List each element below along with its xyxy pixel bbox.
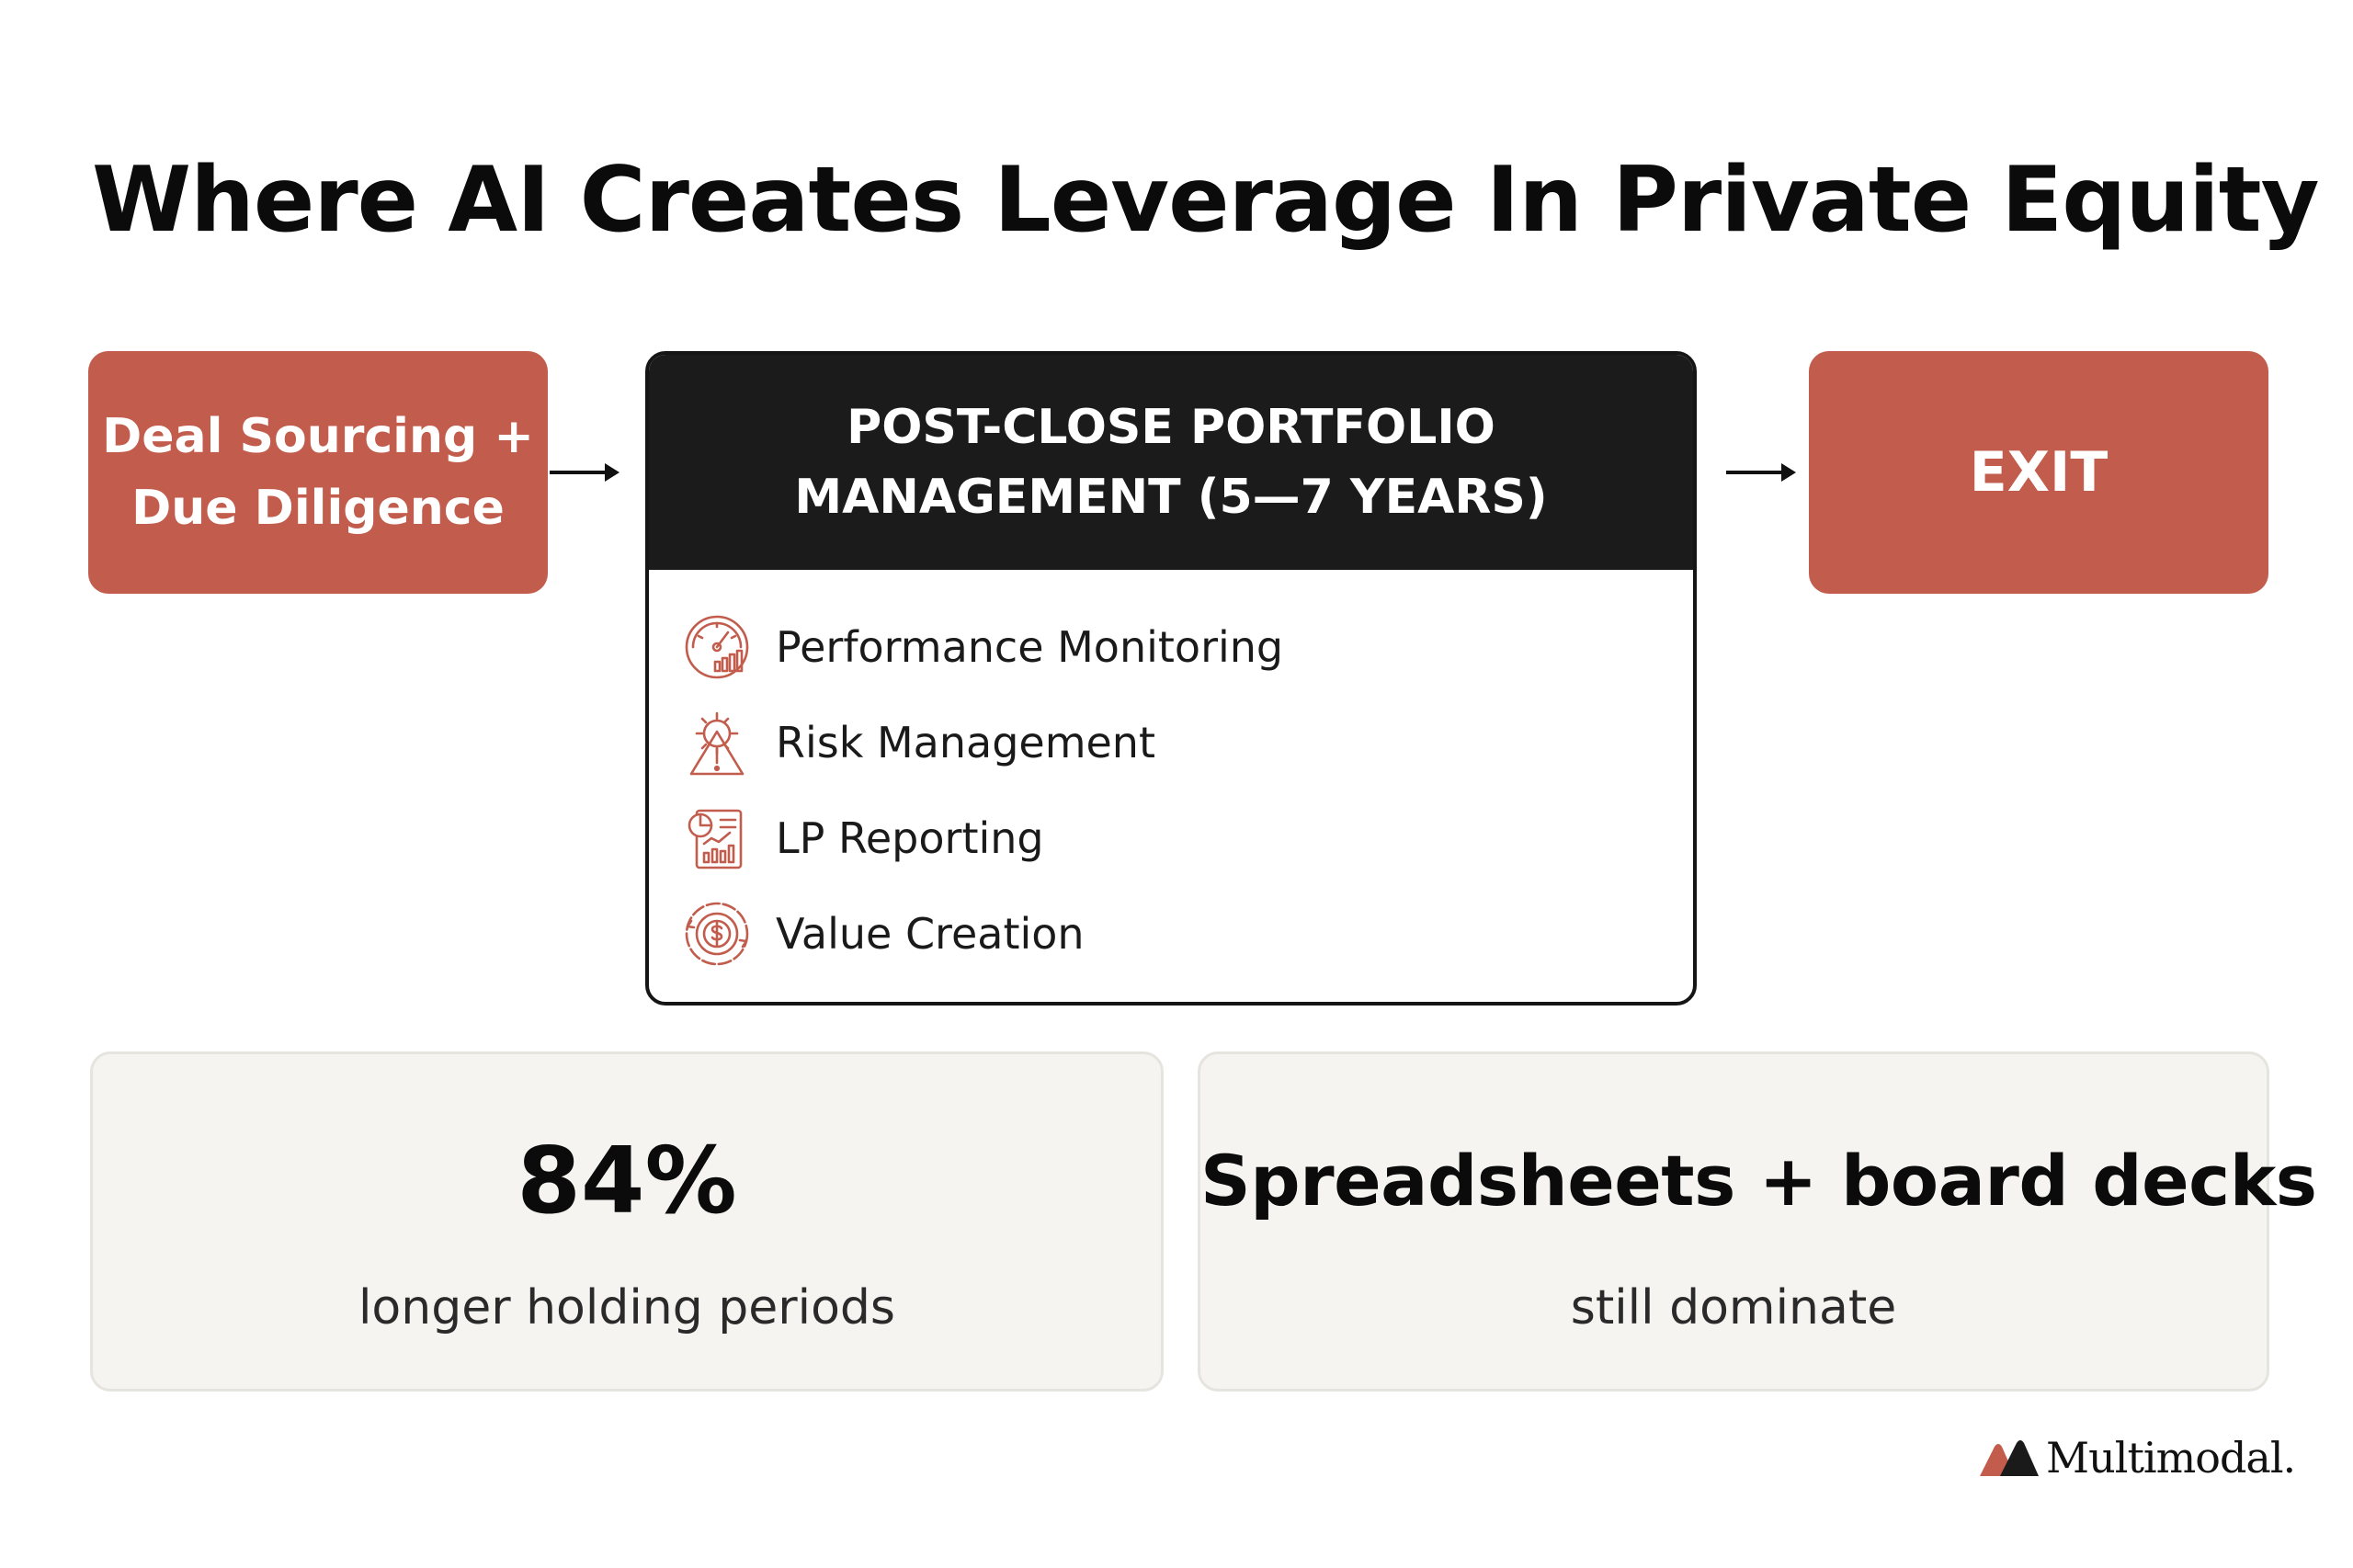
post-close-item-list: Performance Monitoring Risk Management (649, 570, 1693, 982)
stage-deal-sourcing-line1: Deal Sourcing + (102, 409, 534, 464)
post-close-header-line2: MANAGEMENT (5—7 YEARS) (794, 470, 1548, 525)
stat-card-spreadsheets: Spreadsheets + board decks still dominat… (1198, 1051, 2317, 1392)
brand-name: Multimodal. (2046, 1433, 2296, 1483)
list-item-label: Risk Management (776, 718, 1155, 767)
list-item-label: LP Reporting (776, 813, 1044, 863)
post-close-panel: POST-CLOSE PORTFOLIO MANAGEMENT (5—7 YEA… (645, 351, 1697, 1006)
list-item-value-creation: Value Creation (682, 886, 1693, 982)
stage-exit: EXIT (1809, 351, 2268, 594)
stage-deal-sourcing-line2: Due Diligence (131, 481, 505, 536)
brand-logo: Multimodal. (1978, 1428, 2296, 1487)
stat-value: Spreadsheets + board decks (1200, 1140, 2317, 1221)
list-item-label: Value Creation (776, 909, 1085, 959)
arrow-right-icon (548, 458, 621, 487)
dollar-gear-icon (682, 899, 752, 969)
page-title: Where AI Creates Leverage In Private Equ… (92, 148, 2319, 253)
list-item-lp-reporting: LP Reporting (682, 790, 1693, 886)
list-item-label: Performance Monitoring (776, 622, 1284, 672)
multimodal-logo-icon (1978, 1437, 2040, 1478)
post-close-header-line1: POST-CLOSE PORTFOLIO (847, 400, 1495, 455)
list-item-risk-management: Risk Management (682, 695, 1693, 790)
list-item-performance-monitoring: Performance Monitoring (682, 599, 1693, 695)
stage-deal-sourcing: Deal Sourcing + Due Diligence (88, 351, 548, 594)
gear-warning-icon (682, 708, 752, 778)
post-close-header: POST-CLOSE PORTFOLIO MANAGEMENT (5—7 YEA… (649, 355, 1693, 570)
stat-value: 84% (517, 1127, 737, 1234)
stat-caption: still dominate (1570, 1280, 1897, 1335)
gauge-chart-icon (682, 612, 752, 682)
stat-caption: longer holding periods (358, 1280, 896, 1335)
report-document-icon (682, 803, 752, 873)
stage-exit-label: EXIT (1969, 440, 2109, 505)
arrow-right-icon (1724, 458, 1798, 487)
stat-card-holding-periods: 84% longer holding periods (90, 1051, 1164, 1392)
